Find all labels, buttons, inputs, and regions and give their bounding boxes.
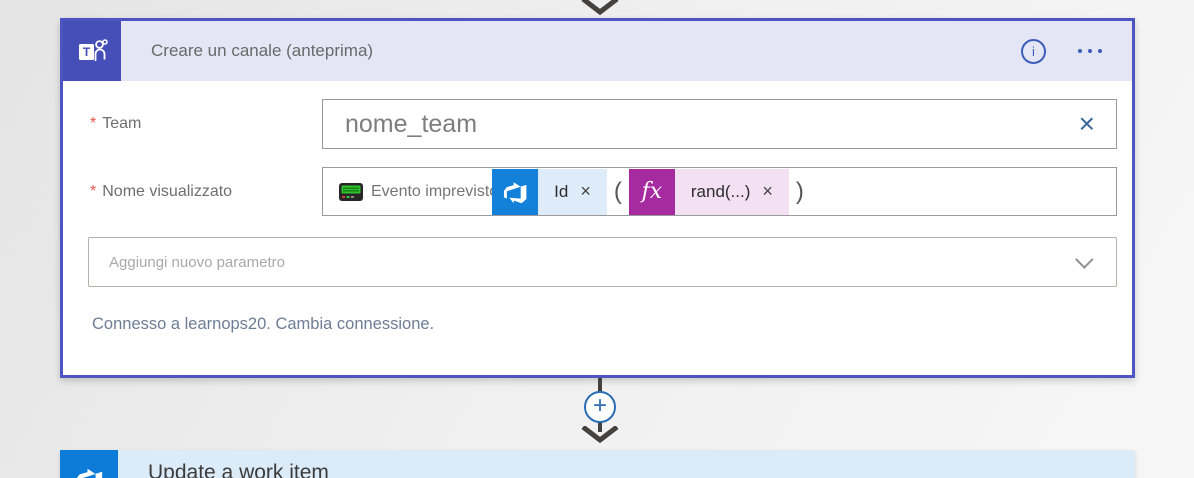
required-asterisk: * xyxy=(90,182,97,200)
info-icon-glyph: i xyxy=(1032,43,1035,59)
display-name-field-label: * Nome visualizzato xyxy=(90,167,232,216)
required-asterisk: * xyxy=(90,115,97,132)
token-label: rand(...) xyxy=(690,181,751,201)
open-paren-text: ( xyxy=(613,177,622,205)
add-parameter-dropdown[interactable]: Aggiungi nuovo parametro xyxy=(88,237,1117,287)
connector-arrow-bottom-icon xyxy=(581,426,619,443)
clear-team-icon[interactable]: × xyxy=(1078,108,1095,139)
azure-devops-icon xyxy=(60,450,118,478)
add-parameter-placeholder: Aggiungi nuovo parametro xyxy=(109,253,285,271)
display-name-field-label-text: Nome visualizzato xyxy=(102,182,233,200)
connection-status: Connesso a learnops20. Cambia connession… xyxy=(92,315,434,334)
more-options-icon[interactable] xyxy=(1078,49,1102,53)
expression-fx-icon: fx xyxy=(628,168,675,215)
svg-text:T: T xyxy=(83,45,91,59)
chevron-down-icon xyxy=(1075,249,1094,269)
team-field-label-text: Team xyxy=(102,115,142,132)
action-card-title: Creare un canale (anteprima) xyxy=(151,41,374,60)
expression-token-rand[interactable]: fx rand(...) × xyxy=(628,168,789,215)
remove-token-icon[interactable]: × xyxy=(762,181,773,201)
next-card-title: Update a work item xyxy=(148,461,329,478)
remove-token-icon[interactable]: × xyxy=(580,181,591,201)
action-card-header[interactable]: T Creare un canale (anteprima) i xyxy=(63,21,1132,81)
action-card-create-channel: T Creare un canale (anteprima) i * Team … xyxy=(60,18,1135,378)
action-card-update-work-item[interactable]: Update a work item xyxy=(60,450,1135,478)
insert-step-button[interactable]: + xyxy=(584,391,616,423)
connector-arrow-top-icon xyxy=(581,0,619,15)
connection-status-text: Connesso a learnops20. xyxy=(92,315,271,333)
team-input[interactable] xyxy=(322,99,1117,149)
team-field-label: * Team xyxy=(90,99,141,149)
info-icon[interactable]: i xyxy=(1021,38,1046,64)
team-input-wrap: × xyxy=(322,99,1117,149)
microsoft-teams-icon: T xyxy=(63,21,121,81)
azure-devops-icon xyxy=(492,168,539,215)
change-connection-link[interactable]: Cambia connessione. xyxy=(275,315,435,333)
dynamic-content-token-id[interactable]: Id × xyxy=(492,168,607,215)
pager-emoji-icon xyxy=(339,182,363,201)
display-name-input[interactable]: Evento imprevisto Id × ( fx rand(...) xyxy=(322,167,1117,216)
display-name-typed-text: Evento imprevisto xyxy=(371,182,499,200)
header-actions: i xyxy=(1021,21,1102,81)
close-paren-text: ) xyxy=(795,177,804,205)
plus-icon: + xyxy=(592,392,607,419)
token-label: Id xyxy=(554,181,569,201)
